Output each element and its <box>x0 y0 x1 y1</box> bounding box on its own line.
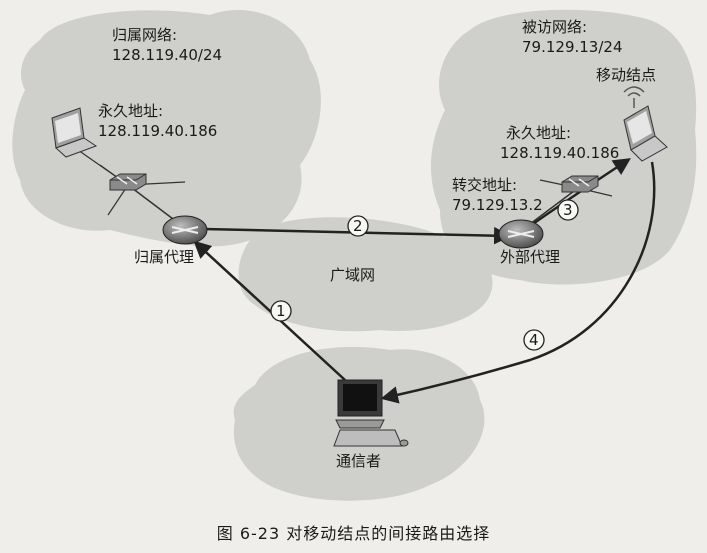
home-network-cloud <box>12 10 321 247</box>
home-host-address: 128.119.40.186 <box>98 122 218 140</box>
home-network-subnet: 128.119.40/24 <box>112 46 223 64</box>
visited-switch-icon <box>561 175 599 193</box>
step-1-marker <box>270 300 292 322</box>
foreign-agent-label: 外部代理 <box>500 248 561 266</box>
wan-label: 广域网 <box>330 266 376 284</box>
wan-cloud <box>238 217 493 332</box>
figure-caption: 图 6-23 对移动结点的间接路由选择 <box>216 524 491 543</box>
mobile-permanent-label: 永久地址: <box>506 124 572 142</box>
coa-label: 转交地址: <box>452 176 518 194</box>
path-step-4 <box>380 161 656 404</box>
correspondent-computer-icon <box>333 379 409 447</box>
step-2-number: 2 <box>353 217 363 235</box>
step-2-marker <box>347 215 369 237</box>
mobile-node-name: 移动结点 <box>596 66 657 84</box>
home-host-label: 永久地址: <box>98 102 164 120</box>
mobile-node-laptop-icon <box>623 105 668 162</box>
wireless-signal-icon <box>623 86 645 108</box>
home-agent-router-icon <box>162 215 208 245</box>
home-network-title: 归属网络: <box>112 26 178 44</box>
home-agent-label: 归属代理 <box>134 248 195 266</box>
step-3-number: 3 <box>563 201 573 219</box>
coa-address: 79.129.13.2 <box>452 196 543 214</box>
visited-network-cloud <box>430 9 697 285</box>
foreign-agent-router-icon <box>498 219 544 249</box>
home-switch-icon <box>109 173 147 191</box>
home-laptop-icon <box>51 107 98 158</box>
path-step-3 <box>529 158 631 228</box>
step-3-marker <box>557 199 579 221</box>
mobile-permanent-address: 128.119.40.186 <box>500 144 620 162</box>
step-1-number: 1 <box>276 302 286 320</box>
correspondent-label: 通信者 <box>336 452 382 470</box>
visited-network-subnet: 79.129.13/24 <box>522 38 623 56</box>
visited-network-title: 被访网络: <box>522 18 588 36</box>
step-4-number: 4 <box>529 331 539 349</box>
step-4-marker <box>523 329 545 351</box>
